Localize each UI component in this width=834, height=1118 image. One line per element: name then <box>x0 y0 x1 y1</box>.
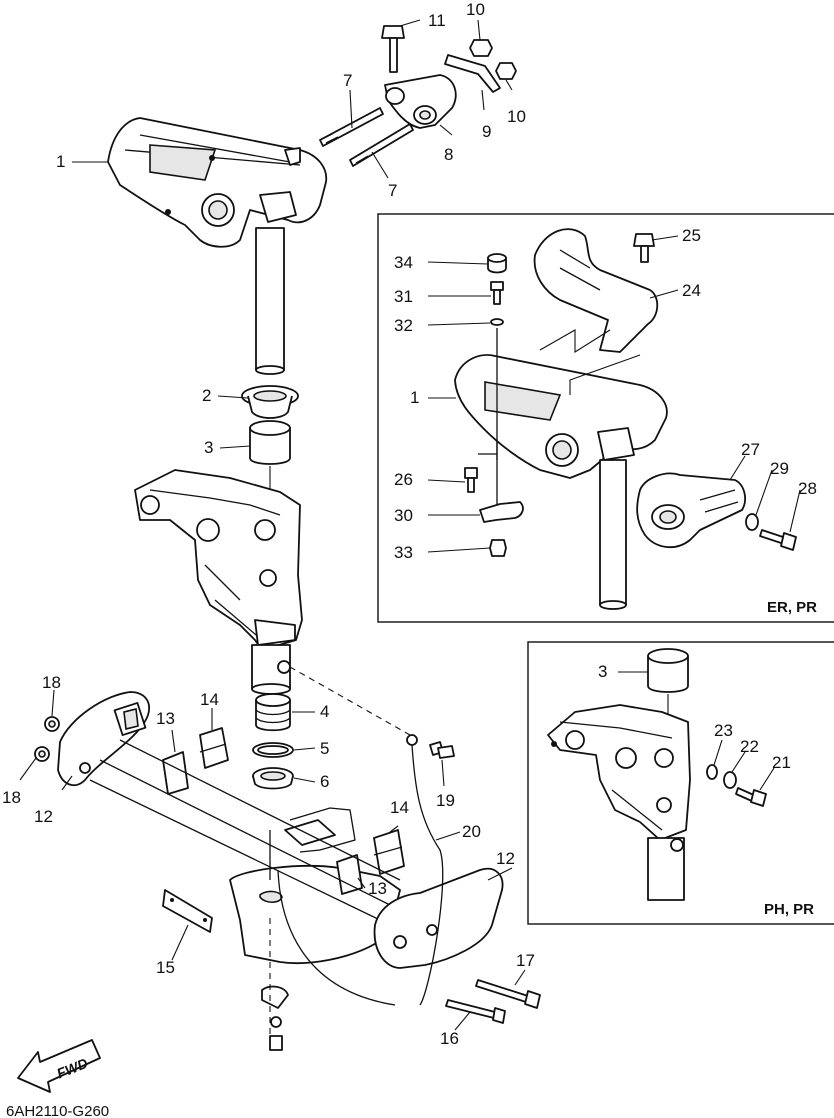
callout-10-right: 10 <box>507 107 526 126</box>
nut-10-top <box>469 39 493 57</box>
callout-7-lower: 7 <box>388 181 397 200</box>
callout-12-right: 12 <box>496 849 515 868</box>
callout-10-top: 10 <box>466 0 485 19</box>
ground-lead-20 <box>277 734 444 1006</box>
callout-18-lower: 18 <box>2 788 21 807</box>
clamp-plate-9 <box>444 54 501 93</box>
callout-9: 9 <box>482 122 491 141</box>
mount-bracket-12-right <box>373 867 504 969</box>
drawing-code: 6AH2110-G260 <box>6 1103 109 1118</box>
inset-ph-callout-3: 3 <box>598 662 607 681</box>
steering-bracket <box>107 117 328 248</box>
inset-ph-callout-23: 23 <box>714 721 733 740</box>
inset-er-callout-27: 27 <box>741 440 760 459</box>
bolt-11 <box>381 25 405 73</box>
collar-6 <box>252 767 294 790</box>
bushing-2 <box>241 385 299 419</box>
inset-er-callout-34: 34 <box>394 253 413 272</box>
fwd-arrow-icon: FWD <box>17 1039 101 1093</box>
bolt-17 <box>475 979 541 1009</box>
nut-18-upper <box>44 716 60 732</box>
inset-ph-pr-tag: PH, PR <box>764 901 814 918</box>
inset-er-callout-26: 26 <box>394 470 413 489</box>
callout-14-right: 14 <box>390 798 409 817</box>
mount-frame-bar <box>89 739 401 921</box>
callout-17: 17 <box>516 951 535 970</box>
inset-er-callout-32: 32 <box>394 316 413 335</box>
main-leader-lines <box>19 19 526 1031</box>
callout-7-upper: 7 <box>343 71 352 90</box>
inset-er-callout-30: 30 <box>394 506 413 525</box>
bushing-3 <box>249 420 291 465</box>
callout-11: 11 <box>428 11 446 30</box>
callout-16: 16 <box>440 1029 459 1048</box>
inset-er-pr-tag: ER, PR <box>767 599 817 616</box>
inset-er-callout-1: 1 <box>410 388 419 407</box>
callout-1: 1 <box>56 152 65 171</box>
bolt-7-lower <box>349 123 414 167</box>
inset-er-pr: 34 31 32 1 26 30 33 25 24 27 29 28 ER, P… <box>377 213 834 623</box>
o-ring-5 <box>252 742 294 758</box>
lower-shaft <box>251 644 291 695</box>
clamp-block-8 <box>384 74 457 129</box>
callout-4: 4 <box>320 702 329 721</box>
mount-rubber-13-left <box>162 751 189 795</box>
callout-8: 8 <box>444 145 453 164</box>
bolt-16 <box>445 999 506 1024</box>
inset-er-callout-25: 25 <box>682 226 701 245</box>
callout-2: 2 <box>202 386 211 405</box>
callout-12-left: 12 <box>34 807 53 826</box>
inset-er-callout-28: 28 <box>798 479 817 498</box>
inset-er-callout-33: 33 <box>394 543 413 562</box>
inset-er-callout-31: 31 <box>394 287 413 306</box>
inset-er-callout-29: 29 <box>770 459 789 478</box>
callout-6: 6 <box>320 772 329 791</box>
mount-bracket-12-left <box>57 691 150 787</box>
inset-ph-pr: 3 23 22 21 PH, PR <box>527 641 834 925</box>
callout-13-left: 13 <box>156 709 175 728</box>
callout-20: 20 <box>462 822 481 841</box>
callout-5: 5 <box>320 739 329 758</box>
steering-shaft <box>255 227 285 375</box>
damper-4 <box>255 693 291 732</box>
inset-er-callout-24: 24 <box>682 281 701 300</box>
mount-rubber-14-left <box>199 727 229 769</box>
callout-13-right: 13 <box>368 879 387 898</box>
nut-18-lower <box>34 746 50 762</box>
callout-14-left: 14 <box>200 690 219 709</box>
callout-3: 3 <box>204 438 213 457</box>
nut-10-right <box>495 62 517 80</box>
bolt-19 <box>429 741 455 759</box>
callout-15: 15 <box>156 958 175 977</box>
lower-clip <box>261 985 289 1051</box>
callout-19: 19 <box>436 791 455 810</box>
inset-ph-callout-21: 21 <box>772 753 791 772</box>
inset-ph-callout-22: 22 <box>740 737 759 756</box>
mount-rubber-13-right <box>336 854 363 895</box>
callout-18-upper: 18 <box>42 673 61 692</box>
plate-15 <box>162 889 213 933</box>
mount-rubber-14-right <box>373 829 405 875</box>
swivel-bracket <box>134 469 303 651</box>
